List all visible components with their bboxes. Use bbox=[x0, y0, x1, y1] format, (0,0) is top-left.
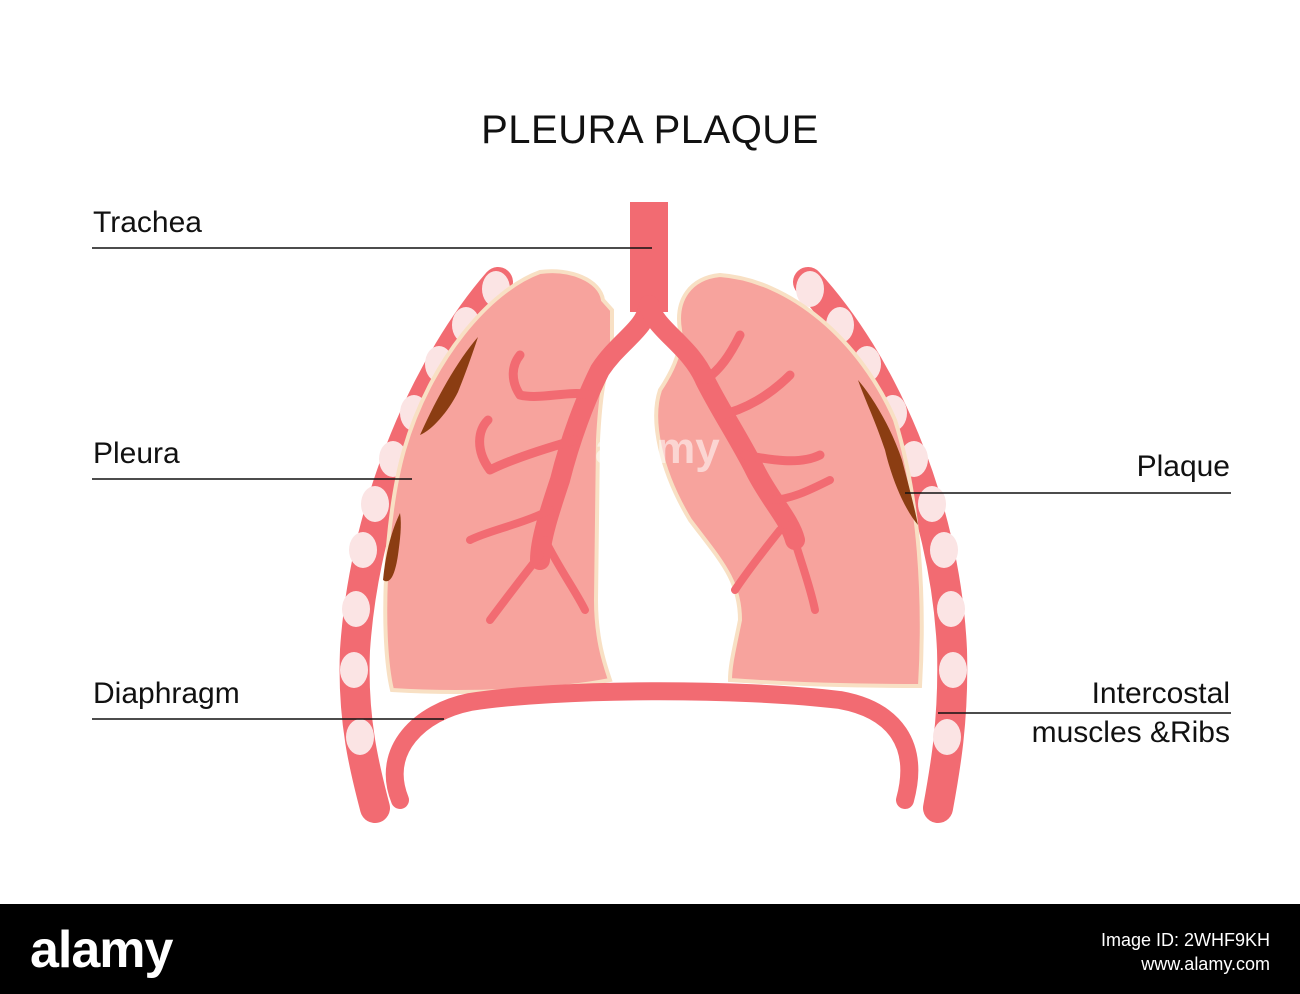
footer-url: www.alamy.com bbox=[1141, 954, 1270, 974]
plaque-upper-left bbox=[420, 337, 478, 435]
plaque-lower-left bbox=[383, 513, 401, 582]
diaphragm bbox=[385, 682, 919, 809]
footer-logo: alamy bbox=[30, 921, 173, 979]
label-trachea: Trachea bbox=[93, 206, 202, 239]
right-lung bbox=[654, 272, 924, 689]
leader-lines bbox=[92, 247, 1231, 720]
watermark-text: alamy bbox=[595, 424, 720, 473]
diagram-title: PLEURA PLAQUE bbox=[481, 108, 819, 152]
footer-bar bbox=[0, 904, 1300, 994]
label-pleura: Pleura bbox=[93, 437, 180, 470]
label-intercostal-line2: muscles &Ribs bbox=[1031, 716, 1230, 749]
footer-image-id: Image ID: 2WHF9KH bbox=[1100, 930, 1270, 950]
airway bbox=[466, 202, 834, 624]
label-plaque: Plaque bbox=[1136, 450, 1230, 483]
label-diaphragm: Diaphragm bbox=[93, 677, 240, 710]
label-intercostal-line1: Intercostal bbox=[1091, 677, 1230, 710]
left-lung bbox=[383, 269, 614, 694]
plaque-right bbox=[858, 380, 918, 525]
